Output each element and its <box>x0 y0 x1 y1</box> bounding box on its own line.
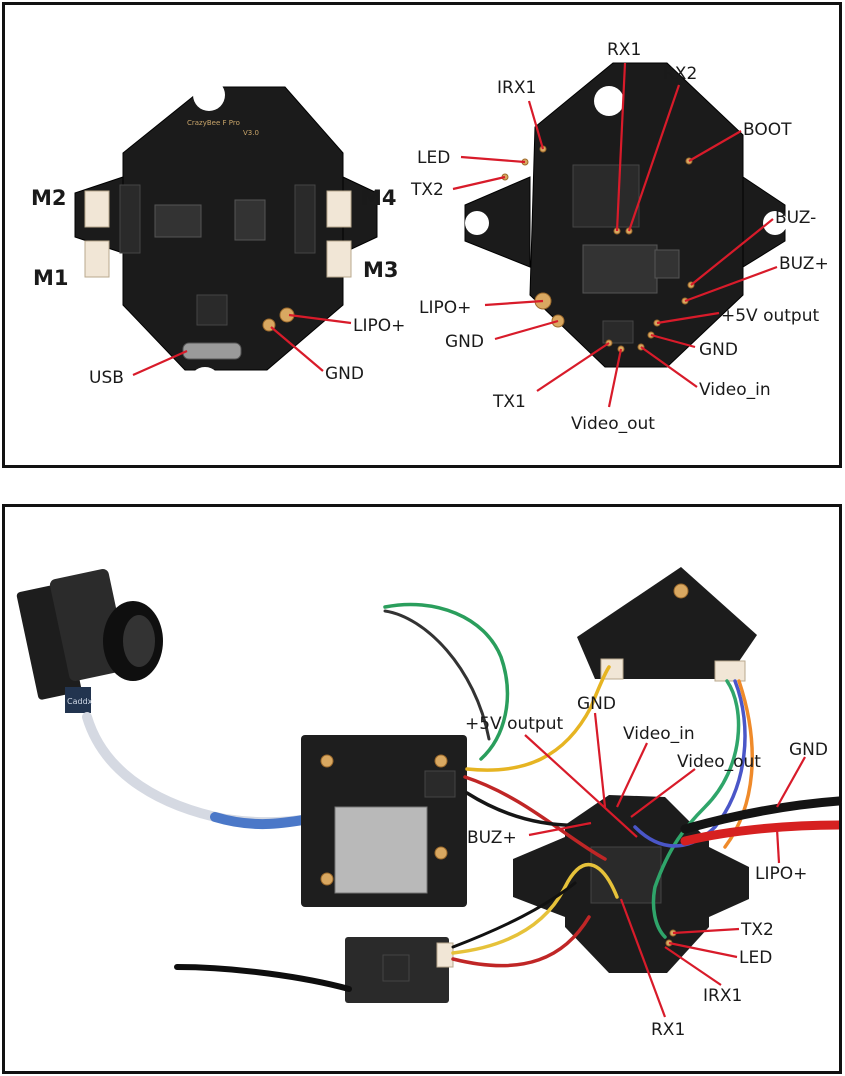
camera-badge-box <box>65 687 91 713</box>
label-5v-output: +5V output <box>465 714 563 734</box>
label-video-in: Video_in <box>623 724 695 744</box>
wire-green <box>383 602 510 761</box>
esc-mosfets-left <box>119 184 141 254</box>
fc-board-top-view <box>464 62 787 368</box>
mosfet-chip <box>234 199 266 241</box>
camera-cable <box>82 712 314 828</box>
label-gnd-top: GND <box>577 694 616 714</box>
top-pinout-figure: CrazyBee F Pro V3.0 <box>31 40 829 434</box>
wire-yellow-gnd <box>465 665 611 772</box>
label-tx2: TX2 <box>410 180 444 200</box>
wire-black-top <box>383 609 491 741</box>
fc-board-bottom-view: CrazyBee F Pro V3.0 <box>74 79 378 399</box>
inductor-chip <box>196 294 228 326</box>
bottom-wiring-panel: Caddx <box>2 504 842 1074</box>
wire-black-rx <box>451 881 577 949</box>
label-boot: BOOT <box>743 120 792 140</box>
label-irx1: IRX1 <box>497 78 536 98</box>
wire-black-mid <box>465 791 587 827</box>
label-video-out: Video_out <box>677 752 761 772</box>
vtx-antenna-board <box>577 567 757 682</box>
leader-lines-bottom <box>524 712 806 1018</box>
label-tx2: TX2 <box>740 920 774 940</box>
label-gnd-mid: GND <box>445 332 484 352</box>
camera-badge: Caddx <box>67 697 93 706</box>
label-gnd-left: GND <box>325 364 364 384</box>
motor-connector-m3 <box>326 240 352 278</box>
label-rx1: RX1 <box>651 1020 685 1040</box>
wire-red-5v <box>463 775 607 861</box>
usb-port <box>182 342 242 360</box>
leader-lines-left <box>132 313 352 377</box>
board-version: V3.0 <box>243 129 259 137</box>
label-video-out: Video_out <box>571 414 655 434</box>
label-irx1: IRX1 <box>703 986 742 1006</box>
bottom-wiring-figure: Caddx <box>16 567 839 1040</box>
label-m4: M4 <box>361 186 397 210</box>
label-m2: M2 <box>31 186 67 210</box>
battery-wire-black <box>680 796 839 834</box>
leader-lines-right <box>452 62 778 408</box>
label-5v-output: +5V output <box>721 306 819 326</box>
top-pinout-panel: CrazyBee F Pro V3.0 <box>2 2 842 468</box>
label-gnd-right: GND <box>699 340 738 360</box>
label-buz-minus: BUZ- <box>775 208 816 228</box>
wire-blue <box>633 679 747 848</box>
label-lipo-left: LIPO+ <box>353 316 405 336</box>
camera-module: Caddx <box>16 569 163 713</box>
label-rx2: RX2 <box>663 64 697 84</box>
wire-red-rx <box>451 915 591 968</box>
small-chip <box>654 249 680 279</box>
label-buz-plus: BUZ+ <box>779 254 829 274</box>
label-m3: M3 <box>363 258 399 282</box>
esc-mosfets-right <box>294 184 316 254</box>
label-lipo-plus: LIPO+ <box>755 864 807 884</box>
battery-wire-red <box>680 820 839 846</box>
sd-card-slot <box>334 806 428 894</box>
label-gnd-right: GND <box>789 740 828 760</box>
label-rx1: RX1 <box>607 40 641 60</box>
label-buz-plus: BUZ+ <box>467 828 517 848</box>
label-video-in: Video_in <box>699 380 771 400</box>
wire-yellow-rx <box>451 863 619 955</box>
motor-connector-m4 <box>326 190 352 228</box>
regulator-chip <box>602 320 634 344</box>
flight-controller-mcu <box>572 164 640 228</box>
mcu-chip <box>154 204 202 238</box>
label-m1: M1 <box>33 266 69 290</box>
label-led: LED <box>739 948 772 968</box>
motor-connector-m2 <box>84 190 110 228</box>
label-usb: USB <box>89 368 124 388</box>
wire-green-right <box>651 679 741 939</box>
label-lipo-right: LIPO+ <box>419 298 471 318</box>
flight-controller-board <box>513 795 749 973</box>
vtx-dvr-board <box>301 735 467 907</box>
label-led: LED <box>417 148 450 168</box>
receiver-antenna <box>174 964 352 992</box>
osd-chip <box>582 244 658 294</box>
receiver-module <box>174 937 454 1003</box>
motor-connector-m1 <box>84 240 110 278</box>
label-tx1: TX1 <box>492 392 526 412</box>
board-silkscreen: CrazyBee F Pro <box>187 119 240 127</box>
